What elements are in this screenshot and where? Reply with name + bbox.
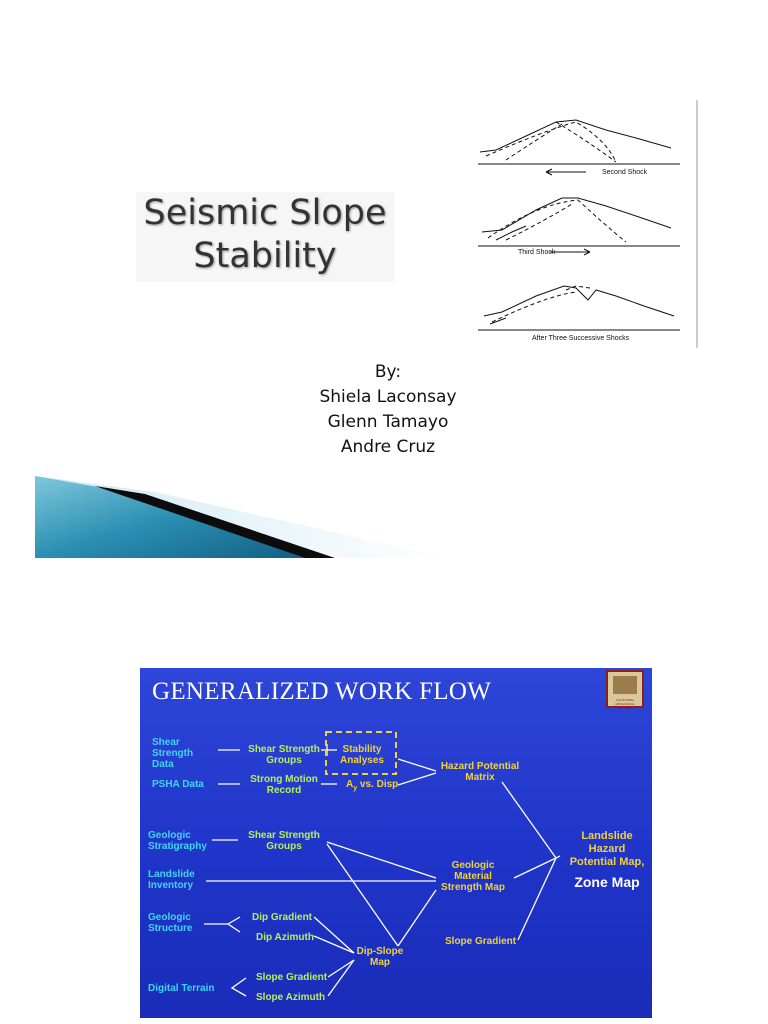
node-slope-gradient-1: Slope Gradient bbox=[445, 936, 517, 947]
author-3: Andre Cruz bbox=[340, 437, 436, 457]
node-slope-gradient-2: Slope Gradient bbox=[256, 972, 328, 983]
author-1: Shiela Laconsay bbox=[319, 387, 457, 407]
stability-analyses-box bbox=[325, 731, 397, 775]
node-shear-strength-groups-2: Shear Strength Groups bbox=[248, 830, 320, 852]
node-slope-azimuth: Slope Azimuth bbox=[256, 992, 326, 1003]
decorative-swoosh bbox=[35, 476, 449, 558]
node-geologic-stratigraphy: Geologic Stratigraphy bbox=[148, 830, 207, 852]
author-2: Glenn Tamayo bbox=[327, 412, 449, 432]
title-line-1: Seismic Slope bbox=[143, 193, 387, 233]
node-hazard-potential-matrix: Hazard Potential Matrix bbox=[440, 761, 520, 783]
shock-panel-3: After Three Successive Shocks bbox=[478, 285, 680, 342]
ay-a: A bbox=[346, 779, 354, 790]
node-shear-strength-groups-1: Shear Strength Groups bbox=[248, 744, 320, 766]
shock-label-2: Third Shock bbox=[518, 249, 556, 256]
ay-sub: y bbox=[353, 785, 358, 792]
shock-panel-1: Second Shock bbox=[478, 119, 680, 176]
title-line-2: Stability bbox=[193, 236, 337, 276]
workflow-connectors bbox=[204, 731, 561, 997]
node-strong-motion-record: Strong Motion Record bbox=[250, 774, 318, 796]
node-geologic-material-strength-map: Geologic Material Strength Map bbox=[441, 860, 505, 893]
node-dip-gradient: Dip Gradient bbox=[252, 912, 313, 923]
node-ay-vs-disp: Ay vs. Disp bbox=[346, 779, 398, 794]
node-dip-azimuth: Dip Azimuth bbox=[256, 932, 314, 943]
shock-panel-2: Third Shock bbox=[478, 197, 680, 256]
seal-emblem bbox=[613, 676, 637, 694]
node-geologic-structure: Geologic Structure bbox=[148, 912, 193, 934]
node-psha-data: PSHA Data bbox=[152, 779, 204, 790]
cgs-seal-logo: CALIFORNIA GEOLOGICAL SURVEY bbox=[606, 670, 644, 710]
shock-diagram: Second Shock Third Shock After Three Suc… bbox=[478, 100, 698, 348]
workflow-slide: GENERALIZED WORK FLOW CALIFORNIA GEOLOGI… bbox=[140, 668, 652, 1018]
seal-text: CALIFORNIA GEOLOGICAL SURVEY bbox=[615, 698, 635, 710]
by-label: By: bbox=[374, 362, 402, 382]
slide-title: Seismic Slope Stability bbox=[136, 192, 394, 282]
node-dip-slope-map: Dip-Slope Map bbox=[356, 946, 404, 968]
shock-label-3: After Three Successive Shocks bbox=[532, 335, 630, 342]
node-landslide-inventory: Landslide Inventory bbox=[148, 869, 195, 891]
workflow-title: GENERALIZED WORK FLOW bbox=[152, 678, 492, 705]
author-block: By: Shiela Laconsay Glenn Tamayo Andre C… bbox=[290, 360, 486, 460]
node-digital-terrain: Digital Terrain bbox=[148, 983, 215, 994]
node-landslide-hazard-potential-map: Landslide Hazard Potential Map, bbox=[569, 830, 645, 868]
shock-label-1: Second Shock bbox=[602, 169, 648, 176]
node-stability-analyses: Stability Analyses bbox=[340, 744, 384, 766]
node-shear-strength-data: Shear Strength Data bbox=[152, 737, 194, 770]
ay-rest: vs. Disp bbox=[357, 779, 399, 790]
node-zone-map: Zone Map bbox=[574, 874, 640, 890]
